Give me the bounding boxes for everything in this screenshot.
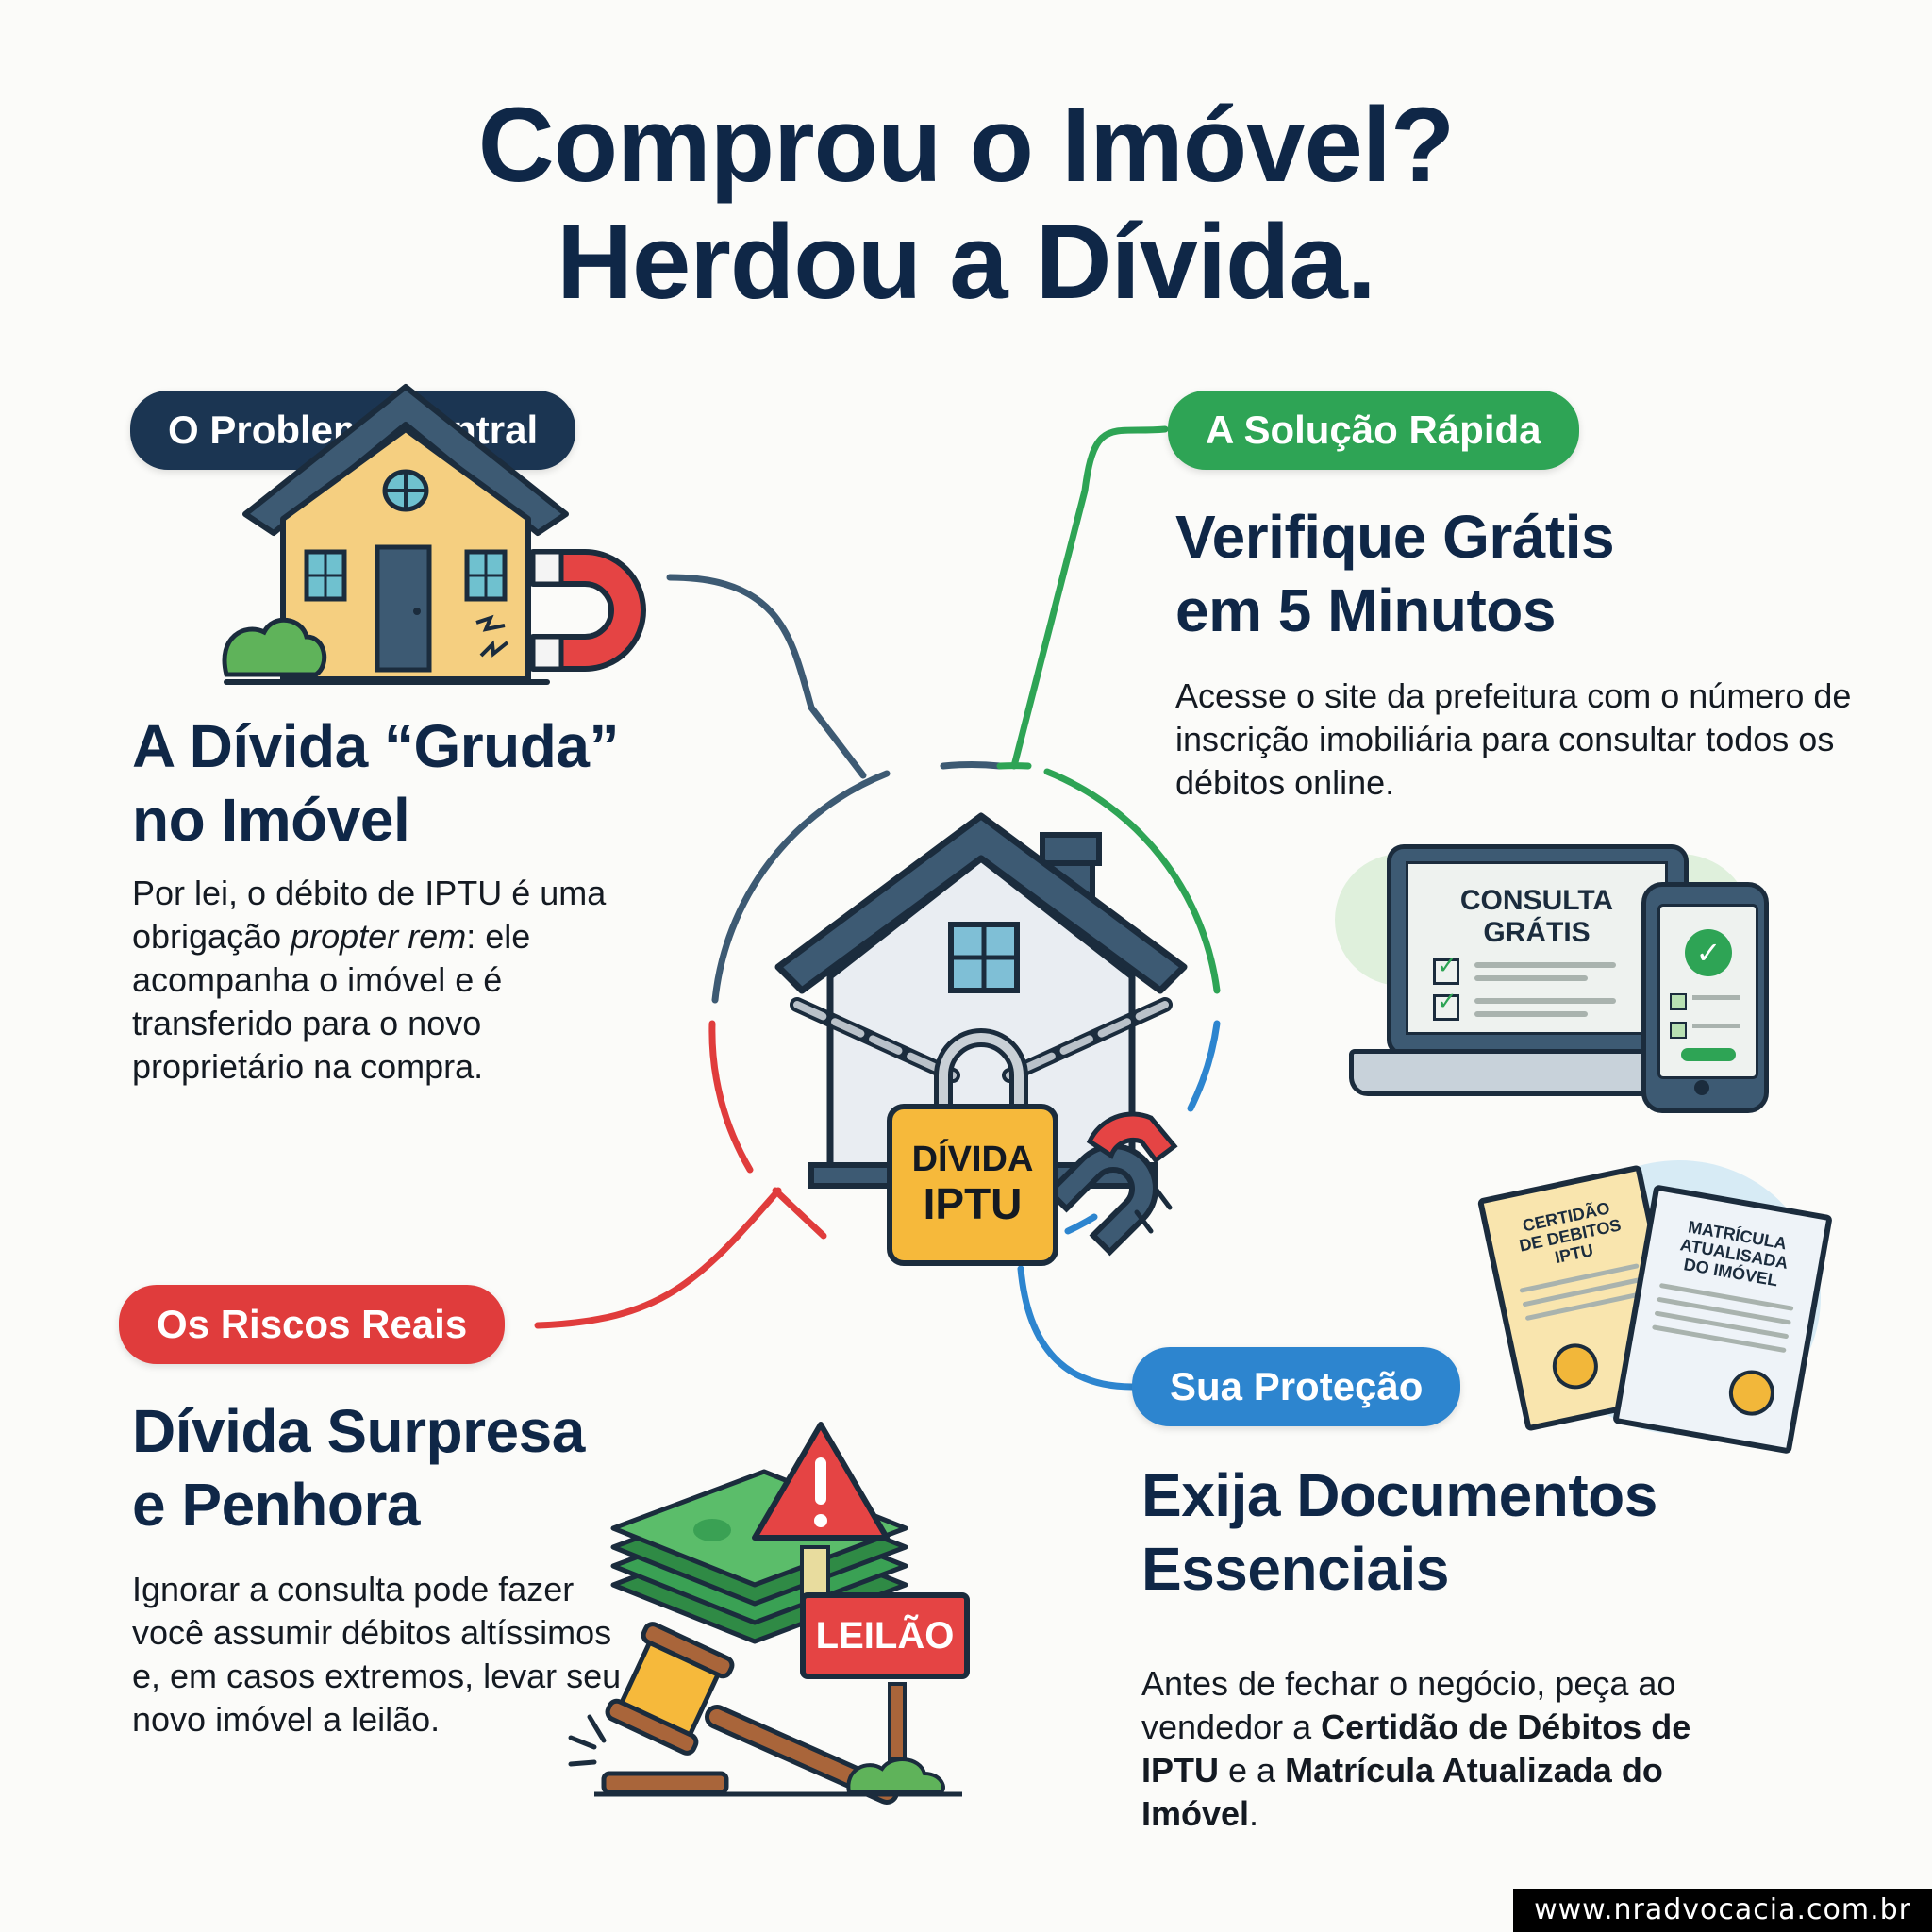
gavel-money-warning-icon: LEILÃO — [568, 1406, 981, 1805]
section-heading-problem: A Dívida “Gruda” no Imóvel — [132, 709, 619, 857]
heading-line-1: Verifique Grátis — [1175, 503, 1615, 571]
certificates-icon: CERTIDÃO DE DEBITOS IPTU MATRÍCULA ATUAL… — [1476, 1141, 1840, 1455]
house-with-magnet-icon — [222, 384, 646, 685]
padlock-line-1: DÍVIDA — [911, 1140, 1034, 1179]
padlock-line-2: IPTU — [923, 1179, 1023, 1228]
leilao-sign: LEILÃO — [800, 1592, 970, 1679]
padlock-label: DÍVIDA IPTU — [887, 1104, 1058, 1266]
body-text: . — [1249, 1794, 1259, 1833]
heading-line-1: Dívida Surpresa — [132, 1397, 585, 1465]
section-pill-solution: A Solução Rápida — [1168, 391, 1579, 470]
section-heading-protection: Exija Documentos Essenciais — [1141, 1458, 1657, 1606]
heading-line-1: Exija Documentos — [1141, 1461, 1657, 1529]
consulta-label: CONSULTA — [1459, 885, 1614, 916]
heading-line-2: em 5 Minutos — [1175, 576, 1556, 644]
body-bold-certidao: Certidão de Débitos de IPTU — [1141, 1707, 1691, 1790]
section-pill-protection: Sua Proteção — [1132, 1347, 1461, 1426]
heading-line-2: e Penhora — [132, 1471, 420, 1539]
section-body-solution: Acesse o site da prefeitura com o número… — [1175, 676, 1852, 802]
body-text: Antes de fechar o negócio, peça ao vende… — [1141, 1664, 1676, 1746]
title-line-1: Comprou o Imóvel? — [477, 86, 1456, 204]
chained-house-padlock-icon: DÍVIDA IPTU — [755, 792, 1208, 1266]
website-watermark: www.nradvocacia.com.br — [1513, 1889, 1932, 1932]
section-body-problem: Por lei, o débito de IPTU é uma obrigaçã… — [132, 872, 660, 1089]
gratis-label: GRÁTIS — [1483, 917, 1591, 948]
heading-line-1: A Dívida “Gruda” — [132, 712, 619, 780]
heading-line-2: no Imóvel — [132, 786, 410, 854]
body-text: : ele acompanha o imóvel e é transferido… — [132, 917, 531, 1086]
section-body-protection: Antes de fechar o negócio, peça ao vende… — [1141, 1662, 1755, 1836]
page-title: Comprou o Imóvel? Herdou a Dívida. — [0, 87, 1932, 321]
heading-line-2: Essenciais — [1141, 1535, 1449, 1603]
section-body-risks: Ignorar a consulta pode fazer você assum… — [132, 1570, 622, 1739]
body-italic-term: propter rem — [291, 917, 467, 956]
laptop-phone-checklist-icon: CONSULTA GRÁTIS ✓ ✓ ✓ — [1325, 830, 1797, 1113]
section-pill-risks: Os Riscos Reais — [119, 1285, 506, 1364]
body-text: e a — [1219, 1751, 1286, 1790]
section-heading-risks: Dívida Surpresa e Penhora — [132, 1394, 585, 1541]
title-line-2: Herdou a Dívida. — [557, 203, 1376, 321]
section-heading-solution: Verifique Grátis em 5 Minutos — [1175, 500, 1615, 647]
body-text: Por lei, o débito de IPTU é uma obrigaçã… — [132, 874, 607, 956]
body-bold-matricula: Matrícula Atualizada do Imóvel — [1141, 1751, 1663, 1833]
